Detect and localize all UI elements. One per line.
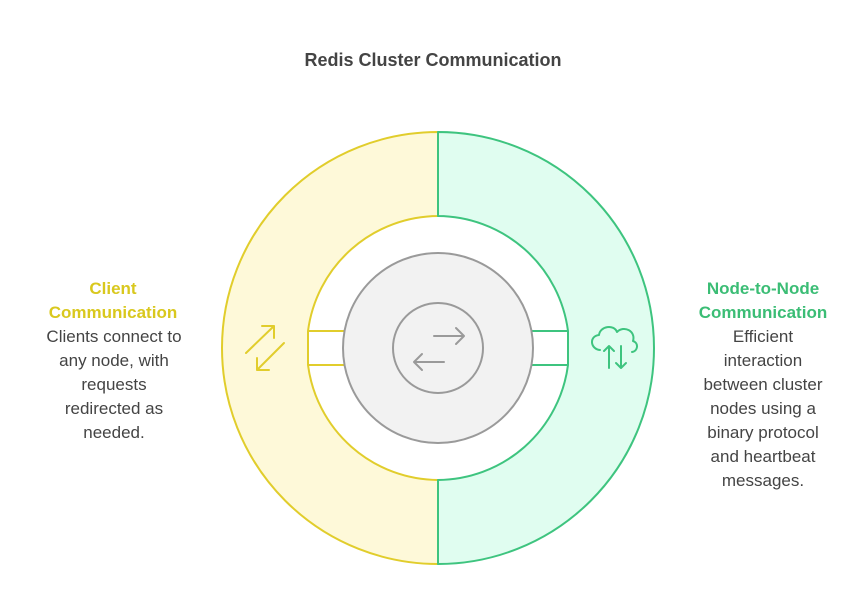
- description-line: requests: [81, 375, 147, 394]
- heading-line: Communication: [48, 303, 178, 322]
- description-line: redirected as: [64, 399, 164, 418]
- description-line: binary protocol: [707, 423, 819, 442]
- description-line: Clients connect to: [46, 327, 182, 346]
- center-inner-ring: [392, 302, 484, 394]
- heading-line: Client: [89, 279, 137, 298]
- client-segment: [221, 131, 439, 565]
- description-line: interaction: [723, 351, 803, 370]
- heading-line: Communication: [698, 303, 828, 322]
- heading-line: Node-to-Node: [706, 279, 820, 298]
- client-communication-heading: Client Communication: [30, 277, 196, 325]
- node-to-node-communication-heading: Node-to-Node Communication: [680, 277, 846, 325]
- description-line: and heartbeat: [710, 447, 816, 466]
- description-line: Efficient: [732, 327, 794, 346]
- description-line: messages.: [721, 471, 805, 490]
- description-line: any node, with: [59, 351, 169, 370]
- description-line: needed.: [83, 423, 145, 442]
- cloud-sync-icon: [591, 326, 638, 369]
- node-to-node-communication-description: Efficient interaction between cluster no…: [682, 325, 844, 493]
- client-communication-description: Clients connect to any node, with reques…: [26, 325, 202, 445]
- arrows-exchange-icon: [413, 327, 465, 371]
- description-line: nodes using a: [710, 399, 816, 418]
- description-line: between cluster: [703, 375, 823, 394]
- arrows-diagonal-swap-icon: [245, 325, 285, 371]
- page-title: Redis Cluster Communication: [304, 50, 562, 70]
- node-segment: [437, 131, 655, 565]
